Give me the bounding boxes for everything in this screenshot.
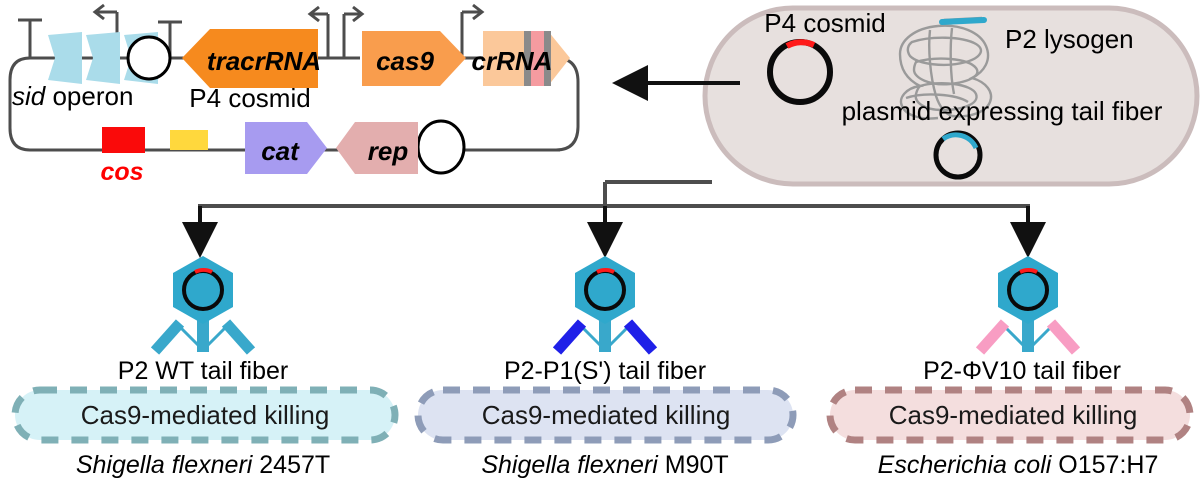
gene-crrna: crRNA — [472, 31, 570, 86]
species-strain-p1s: M90T — [665, 451, 729, 479]
tail-fiber-right-v10 — [1046, 319, 1081, 355]
tail-fiber-left-p1s — [552, 319, 587, 355]
cos-label: cos — [100, 158, 143, 186]
gene-cat: cat — [245, 122, 327, 174]
terminator-sid-left — [18, 18, 42, 58]
tail-fiber-right-wt — [221, 319, 256, 355]
gene-label-tracrrna: tracrRNA — [207, 46, 321, 76]
fiber-label-wt: P2 WT tail fiber — [118, 357, 288, 385]
outcome-v10: P2-ΦV10 tail fiber Cas9-mediated killing… — [826, 256, 1194, 479]
phage-baseplate-wt — [176, 323, 230, 352]
cosmid-left-loop — [8, 56, 150, 152]
crrna-stripe-gray-right — [544, 31, 551, 86]
promoter-bidirectional-left — [307, 5, 330, 58]
sid-operon-label: sid operon — [12, 81, 133, 111]
tail-fiber-plasmid — [933, 130, 983, 180]
gene-sid-1 — [48, 32, 82, 84]
feature-yellow-box — [170, 130, 208, 150]
capsid-cosmid-marker-v10 — [1019, 268, 1038, 274]
killing-label-wt: Cas9-mediated killing — [81, 400, 330, 430]
species-italic-p1s: Shigella flexneri — [481, 451, 659, 479]
phage-capsid-p1s — [575, 256, 635, 324]
killing-label-p1s: Cas9-mediated killing — [482, 400, 731, 430]
crrna-stripe-gray-left — [524, 31, 531, 86]
promoter-crrna — [460, 3, 485, 58]
outcome-wt: P2 WT tail fiber Cas9-mediated killing S… — [11, 256, 399, 479]
species-label-v10: Escherichia coli O157:H7 — [878, 451, 1159, 479]
distribution-bus — [182, 180, 1046, 258]
tail-fiber-right-p1s — [623, 319, 658, 355]
species-italic-wt: Shigella flexneri — [76, 451, 254, 479]
p2-lysogen-label: P2 lysogen — [1005, 24, 1134, 54]
gene-sid-2 — [86, 32, 120, 84]
crrna-stripe-pink — [531, 31, 544, 86]
p4-cosmid-plasmid — [767, 39, 833, 105]
killing-box-v10 — [826, 386, 1194, 444]
killing-label-v10: Cas9-mediated killing — [889, 400, 1138, 430]
gene-label-crrna: crRNA — [472, 46, 553, 76]
outcome-p1s: P2-P1(S') tail fiber Cas9-mediated killi… — [414, 256, 797, 479]
plasmid-tailfiber-label: plasmid expressing tail fiber — [842, 96, 1163, 126]
origin-top — [126, 35, 172, 81]
tail-fiber-left-v10 — [975, 319, 1010, 355]
p2-lysogen-cyan-segment — [939, 17, 987, 25]
gene-tracrrna: tracrRNA — [182, 29, 321, 88]
feature-cos — [102, 127, 145, 153]
gene-label-cat: cat — [261, 136, 300, 166]
phage-baseplate-p1s — [578, 323, 632, 352]
fiber-label-p1s: P2-P1(S') tail fiber — [504, 357, 706, 385]
phage-capsid-wt — [173, 256, 233, 324]
species-italic-v10: Escherichia coli — [878, 451, 1053, 479]
cosmid-caption: P4 cosmid — [189, 83, 310, 113]
phage-baseplate-v10 — [1001, 323, 1055, 352]
capsid-cosmid-marker-p1s — [596, 268, 615, 274]
fiber-label-v10: P2-ΦV10 tail fiber — [923, 357, 1121, 385]
sid-operon-label-italic: sid — [12, 81, 47, 111]
p2-lysogen-chromosome — [898, 16, 993, 120]
species-label-wt: Shigella flexneri 2457T — [76, 451, 330, 479]
gene-label-rep: rep — [368, 136, 409, 166]
cosmid-right-loop — [470, 56, 580, 152]
gene-label-cas9: cas9 — [376, 46, 434, 76]
killing-box-wt — [11, 386, 399, 444]
species-label-p1s: Shigella flexneri M90T — [481, 451, 728, 479]
origin-bottom — [416, 119, 466, 175]
tail-fiber-left-wt — [150, 319, 185, 355]
p4-cosmid-cell-label: P4 cosmid — [764, 8, 885, 38]
species-strain-wt: 2457T — [259, 451, 330, 479]
species-strain-v10: O157:H7 — [1058, 451, 1158, 479]
killing-box-p1s — [414, 386, 797, 444]
gene-rep: rep — [336, 122, 418, 174]
phage-capsid-v10 — [998, 256, 1058, 324]
capsid-cosmid-marker-wt — [194, 268, 213, 274]
promoter-bidirectional-right — [342, 5, 365, 58]
gene-cas9: cas9 — [362, 31, 466, 86]
